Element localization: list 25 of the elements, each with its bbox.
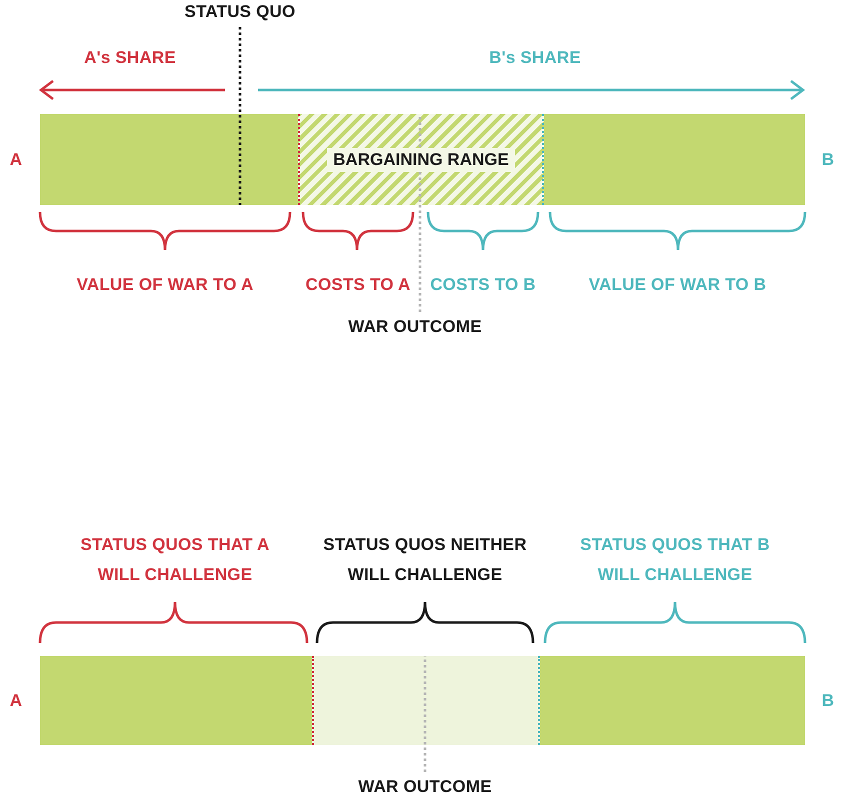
bracket-label: VALUE OF WAR TO B <box>588 274 768 296</box>
bracket-label: VALUE OF WAR TO A <box>76 274 254 296</box>
bracket-label: COSTS TO B <box>429 274 537 296</box>
bar-segment <box>40 114 298 205</box>
war-outcome-label: WAR OUTCOME <box>340 772 510 802</box>
war-outcome-label: WAR OUTCOME <box>330 312 500 342</box>
leader-line <box>238 27 242 205</box>
bracket-label: STATUS QUOS THAT B WILL CHALLENGE <box>579 534 771 586</box>
bracket-label: STATUS QUOS NEITHER WILL CHALLENGE <box>322 534 528 586</box>
band-label: BARGAINING RANGE <box>327 148 515 172</box>
bar-segment <box>40 656 312 745</box>
bar-segment <box>540 656 805 745</box>
bar-segment <box>544 114 805 205</box>
share-label: A's SHARE <box>83 47 177 69</box>
bracket-label: STATUS QUOS THAT A WILL CHALLENGE <box>80 534 270 586</box>
share-label: B's SHARE <box>488 47 582 69</box>
side-label: B <box>820 690 836 712</box>
no-challenge-band <box>312 656 540 745</box>
bargaining-range-band <box>298 114 544 205</box>
side-label: A <box>8 149 24 171</box>
side-label: A <box>8 690 24 712</box>
status-quo-label: STATUS QUO <box>160 0 320 27</box>
side-label: B <box>820 149 836 171</box>
leader-line <box>418 114 422 312</box>
bracket-label: COSTS TO A <box>304 274 412 296</box>
